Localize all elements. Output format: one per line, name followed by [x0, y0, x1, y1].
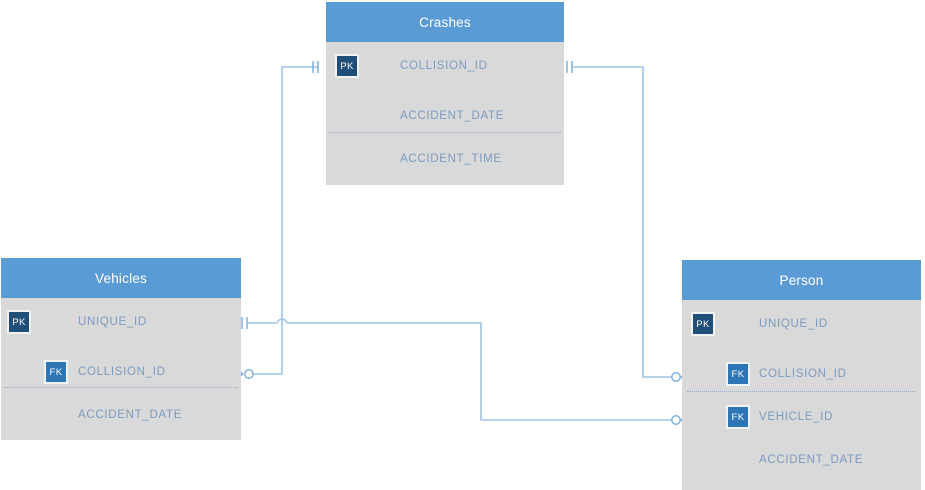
attribute-row-person-accident-date[interactable]: ACCIDENT_DATE	[682, 438, 921, 481]
entity-vehicles-title-bar[interactable]: Vehicles	[1, 258, 241, 298]
entity-person[interactable]: Person PK UNIQUE_ID FK COLLISION_ID FK V…	[682, 260, 921, 490]
fk-badge-icon: FK	[726, 405, 750, 429]
attribute-name: UNIQUE_ID	[759, 317, 828, 330]
attribute-row-person-unique-id[interactable]: PK UNIQUE_ID	[682, 300, 921, 347]
pk-divider	[329, 132, 561, 133]
attribute-row-vehicles-unique-id[interactable]: PK UNIQUE_ID	[1, 298, 241, 345]
attribute-name: ACCIDENT_DATE	[400, 109, 505, 122]
relationship-crashes-vehicles[interactable]	[233, 61, 319, 381]
fk-badge-icon: FK	[44, 360, 68, 384]
relationship-crashes-person[interactable]	[566, 61, 691, 384]
entity-vehicles-attribute-list: PK UNIQUE_ID FK COLLISION_ID ACCIDENT_DA…	[1, 298, 241, 436]
relationship-vehicles-person[interactable]	[241, 317, 691, 427]
pk-badge-icon: PK	[335, 54, 359, 78]
entity-crashes-title: Crashes	[419, 14, 471, 30]
attribute-name: COLLISION_ID	[400, 59, 488, 72]
attribute-name: COLLISION_ID	[78, 365, 166, 378]
pk-badge-icon: PK	[691, 312, 715, 336]
fk-badge-icon: FK	[726, 362, 750, 386]
attribute-name: COLLISION_ID	[759, 367, 847, 380]
attribute-name: ACCIDENT_DATE	[759, 453, 864, 466]
entity-person-title-bar[interactable]: Person	[682, 260, 921, 300]
entity-person-title: Person	[779, 272, 824, 288]
attribute-row-crashes-accident-date[interactable]: ACCIDENT_DATE	[326, 94, 564, 137]
pk-divider	[687, 391, 915, 392]
entity-vehicles[interactable]: Vehicles PK UNIQUE_ID FK COLLISION_ID AC…	[1, 258, 241, 440]
entity-crashes-attribute-list: PK COLLISION_ID ACCIDENT_DATE ACCIDENT_T…	[326, 42, 564, 180]
attribute-name: ACCIDENT_TIME	[400, 152, 502, 165]
attribute-row-person-vehicle-id[interactable]: FK VEHICLE_ID	[682, 395, 921, 438]
attribute-row-crashes-accident-time[interactable]: ACCIDENT_TIME	[326, 137, 564, 180]
pk-divider	[4, 387, 238, 388]
entity-crashes[interactable]: Crashes PK COLLISION_ID ACCIDENT_DATE AC…	[326, 2, 564, 185]
entity-vehicles-title: Vehicles	[95, 270, 147, 286]
attribute-name: VEHICLE_ID	[759, 410, 834, 423]
attribute-name: UNIQUE_ID	[78, 315, 147, 328]
attribute-row-vehicles-accident-date[interactable]: ACCIDENT_DATE	[1, 393, 241, 436]
entity-crashes-title-bar[interactable]: Crashes	[326, 2, 564, 42]
entity-person-attribute-list: PK UNIQUE_ID FK COLLISION_ID FK VEHICLE_…	[682, 300, 921, 481]
attribute-row-crashes-collision-id[interactable]: PK COLLISION_ID	[326, 42, 564, 89]
pk-badge-icon: PK	[7, 310, 31, 334]
attribute-row-person-collision-id[interactable]: FK COLLISION_ID	[682, 352, 921, 395]
attribute-row-vehicles-collision-id[interactable]: FK COLLISION_ID	[1, 350, 241, 393]
attribute-name: ACCIDENT_DATE	[78, 408, 183, 421]
